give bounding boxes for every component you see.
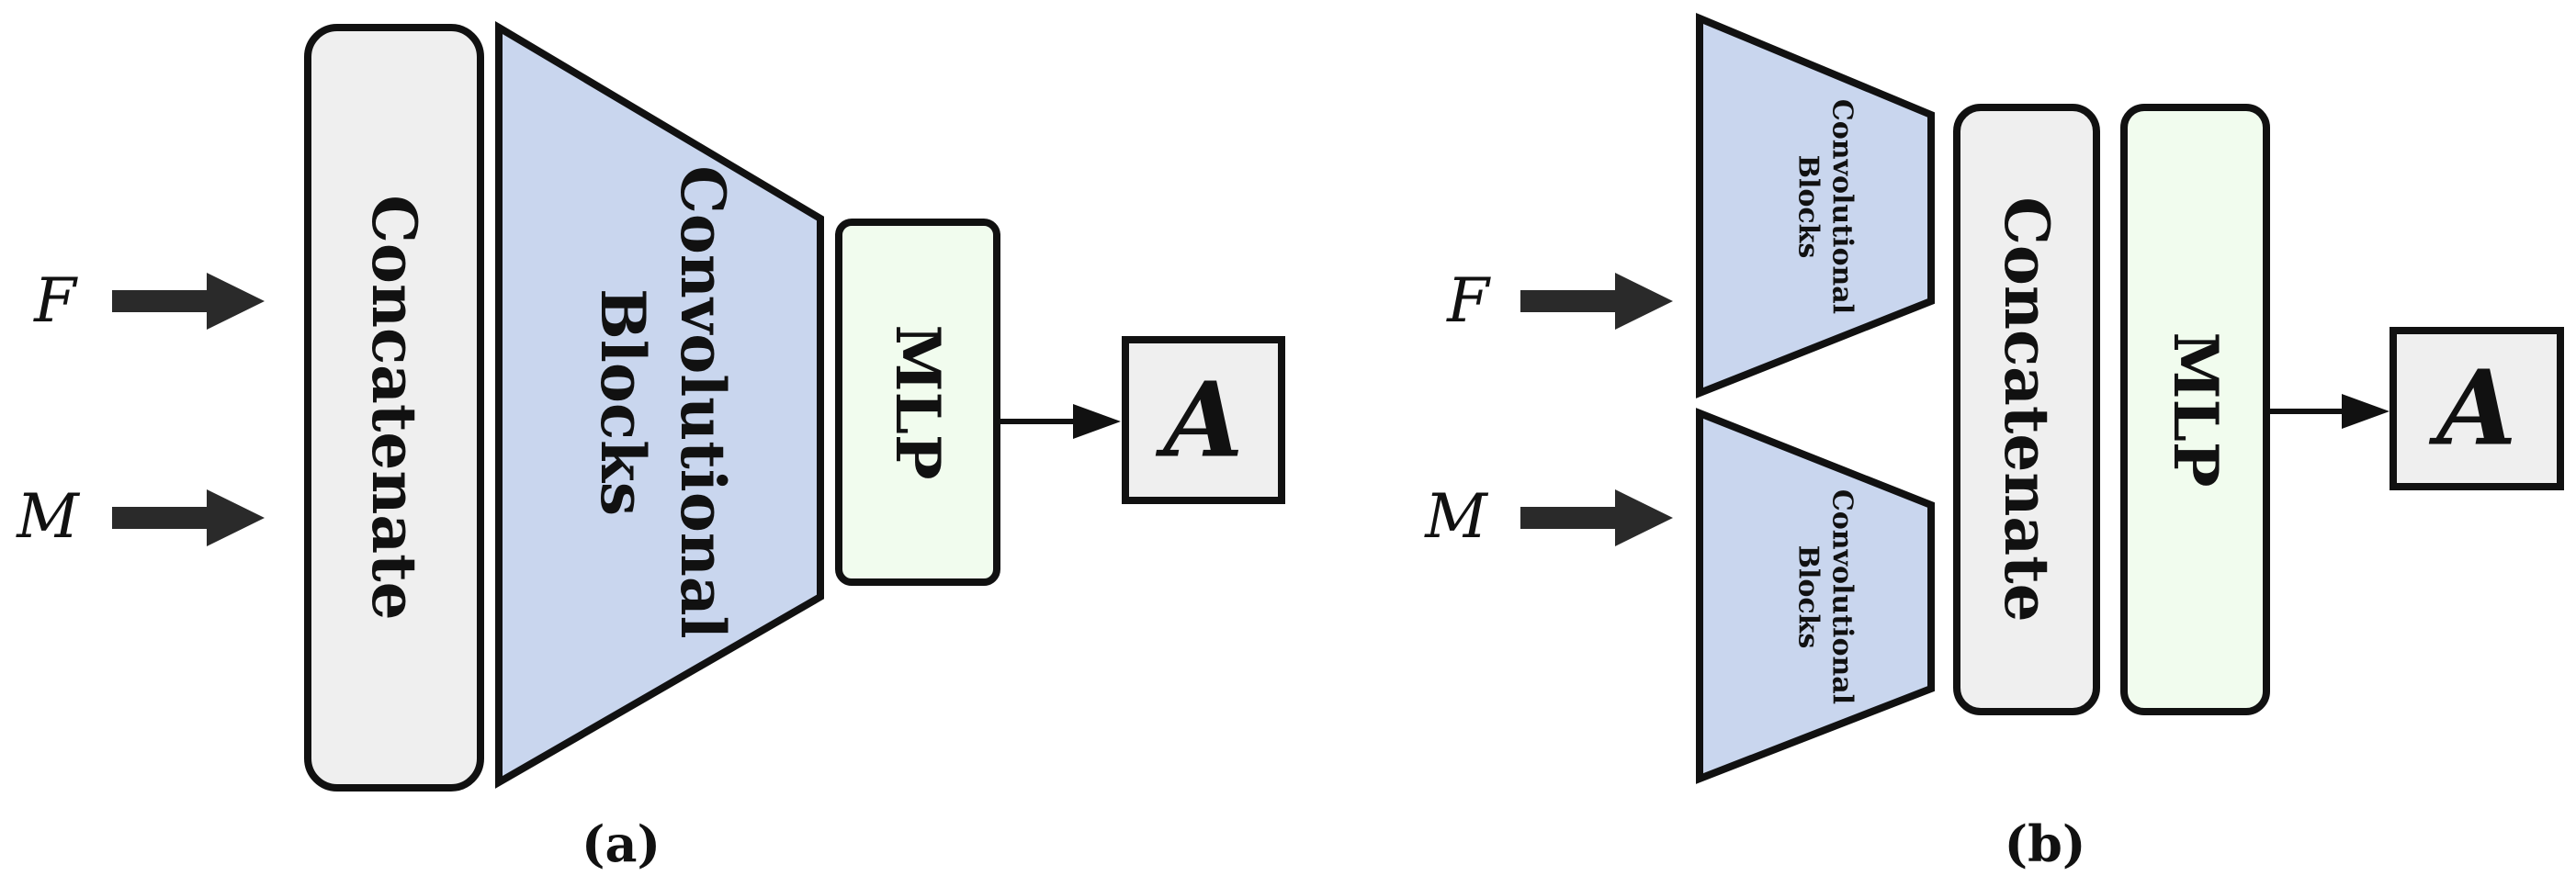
concatenate-label: Concatenate — [358, 195, 430, 620]
concatenate-label-b: Concatenate — [1991, 196, 2062, 622]
input-m-label-b: M — [1424, 481, 1488, 552]
input-f-arrow — [112, 273, 265, 330]
mlp-to-output-arrow-head — [1073, 404, 1121, 439]
conv-blocks-top-trapezoid — [1696, 13, 1935, 399]
panel-b: F M Convolutional Blocks Convolutional B… — [1424, 13, 2564, 873]
conv-blocks-top-label-line2: Blocks — [1792, 155, 1825, 259]
mlp-to-output-arrow-head-b — [2342, 394, 2390, 429]
mlp-label: MLP — [882, 324, 954, 479]
conv-blocks-label-line1: Convolutional — [667, 165, 739, 638]
mlp-block — [835, 219, 1000, 586]
concatenate-block — [304, 24, 484, 792]
input-f-arrow-b — [1520, 273, 1673, 330]
output-a-box — [1122, 336, 1285, 504]
input-m-label: M — [16, 481, 80, 552]
mlp-block-b — [2120, 104, 2270, 715]
panel-a: F M Concatenate Convolutional Blocks MLP… — [16, 20, 1285, 873]
concatenate-block-b — [1953, 104, 2100, 715]
output-a-label: A — [1156, 361, 1244, 481]
caption-a: (a) — [582, 814, 661, 873]
input-f-label-b: F — [1446, 265, 1491, 336]
output-a-box-b — [2390, 327, 2564, 490]
conv-blocks-trapezoid — [495, 20, 824, 789]
mlp-label-b: MLP — [2160, 331, 2231, 487]
output-a-label-b: A — [2429, 349, 2517, 469]
conv-blocks-bottom-trapezoid — [1696, 408, 1935, 784]
conv-blocks-label-line2: Blocks — [587, 288, 659, 516]
input-m-arrow — [112, 489, 265, 546]
caption-b: (b) — [2005, 814, 2086, 873]
input-m-arrow-b — [1520, 489, 1673, 546]
conv-blocks-bottom-label-line1: Convolutional — [1826, 489, 1859, 704]
conv-blocks-top-label-line1: Convolutional — [1826, 99, 1859, 314]
input-f-label: F — [33, 265, 78, 336]
conv-blocks-bottom-label-line2: Blocks — [1792, 545, 1825, 649]
